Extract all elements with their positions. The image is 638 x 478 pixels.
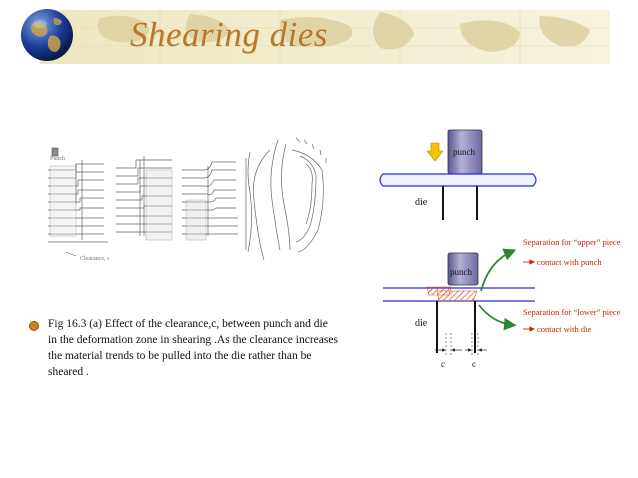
- die-label-top: die: [415, 197, 428, 208]
- separation-upper-label: Separation for “upper” piece: [523, 237, 621, 247]
- down-arrow-icon: [426, 142, 444, 162]
- header-banner: [40, 10, 610, 64]
- shearing-die-diagram: punch die punch die c: [379, 129, 621, 369]
- slide-title: Shearing dies: [130, 15, 329, 54]
- svg-text:Punch: Punch: [50, 156, 65, 162]
- panel-c: [182, 161, 238, 241]
- separation-lower-label: Separation for “lower” piece: [523, 307, 621, 317]
- panel-a: [48, 147, 108, 243]
- clearance-label-right: c: [472, 359, 476, 369]
- bullet-icon: [29, 321, 39, 331]
- svg-text:Clearance, c: Clearance, c: [80, 256, 110, 262]
- deformation-zone-figure: Punch Clearance, c: [48, 137, 327, 262]
- bottom-setup: punch die c c: [383, 248, 535, 369]
- die-label-bottom: die: [415, 318, 428, 329]
- panel-b: [116, 156, 173, 241]
- clearance-label-left: c: [441, 359, 445, 369]
- upper-separation-arrow: [480, 248, 517, 292]
- world-map-background: [40, 10, 610, 64]
- punch-label-bottom: punch: [450, 267, 472, 277]
- lower-separation-arrow: [478, 304, 517, 331]
- figure-caption: Fig 16.3 (a) Effect of the clearance,c, …: [48, 318, 338, 378]
- top-setup: punch die: [379, 129, 537, 220]
- globe-icon: [21, 9, 73, 61]
- contact-die-label: contact with die: [537, 324, 592, 334]
- contact-punch-label: contact with punch: [537, 257, 602, 267]
- punch-bottom: [447, 252, 479, 286]
- punch-label-top: punch: [453, 147, 475, 157]
- panel-d: [245, 137, 327, 261]
